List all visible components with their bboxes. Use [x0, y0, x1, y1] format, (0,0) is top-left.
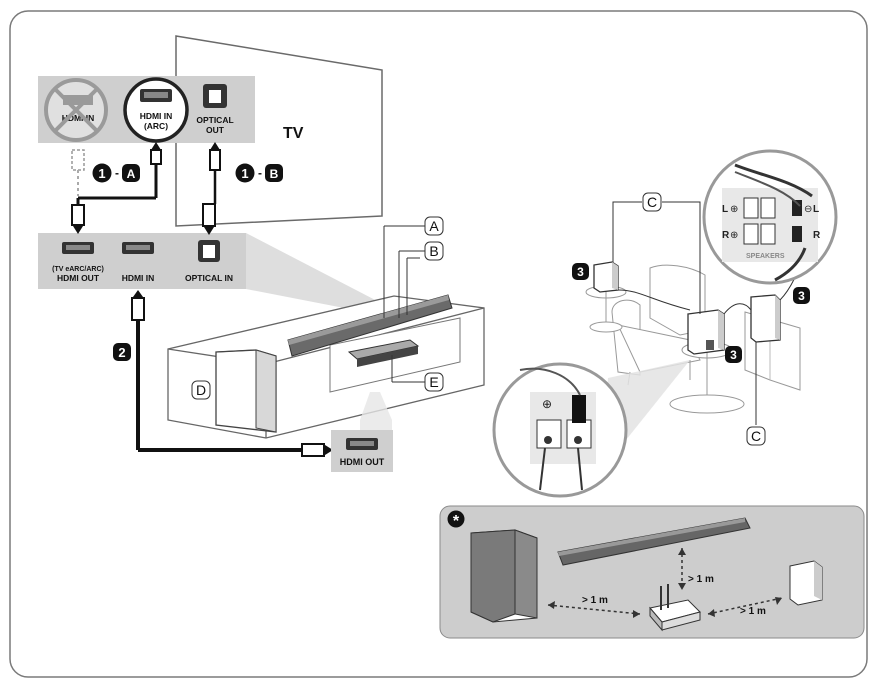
callout-b-label: B: [429, 243, 438, 259]
sb-hdmi-out-label-1: (TV eARC/ARC): [52, 266, 104, 273]
step-3-left-number: 3: [577, 265, 584, 279]
callout-c-bottom-label: C: [751, 428, 761, 444]
arrow-down-icon: [73, 226, 83, 234]
step-3-center-number: 3: [730, 348, 737, 362]
callout-a-label: A: [429, 218, 439, 234]
cable-hdmi-input: [131, 290, 333, 457]
arrow-right-icon: [325, 445, 333, 455]
rear-speaker-right: [750, 294, 781, 343]
cable-hdmi-arc: [71, 142, 162, 234]
arrow-up-icon: [151, 142, 161, 150]
soundbar-port-panel: (TV eARC/ARC) HDMI OUT HDMI IN OPTICAL I…: [38, 233, 385, 316]
terminal-minus-top: ⊖: [804, 204, 812, 215]
soundbar: [287, 294, 453, 357]
living-room-scene: [585, 249, 806, 414]
terminal-speakers-label: SPEAKERS: [746, 253, 785, 260]
callout-d: D: [191, 380, 211, 400]
callout-d-label: D: [196, 382, 206, 398]
terminal-l-label-right: L: [813, 204, 819, 215]
placement-rear-speaker: [789, 560, 823, 606]
step-3-right-number: 3: [798, 289, 805, 303]
step-badge-1a: 1 - A: [92, 163, 140, 183]
cable-optical: [202, 142, 221, 235]
tv-optical-label-1: OPTICAL: [196, 115, 233, 125]
sb-hdmi-in-label: HDMI IN: [122, 273, 155, 283]
arrow-up-icon: [133, 290, 143, 297]
distance-receiver-rear: > 1 m: [740, 606, 766, 617]
wireless-receiver: [347, 339, 420, 367]
callout-e: E: [391, 355, 444, 392]
distance-markers: > 1 m > 1 m > 1 m: [547, 548, 783, 618]
subwoofer: [215, 349, 277, 433]
step-badge-1b: 1 - B: [235, 163, 283, 183]
callout-b: B: [398, 241, 444, 318]
placement-soundbar: [557, 517, 751, 566]
rear-speaker-far-left: [593, 261, 619, 293]
step-2-number: 2: [118, 345, 125, 360]
hdmi-port-icon: [63, 95, 93, 105]
placement-panel: * > 1 m > 1: [439, 505, 865, 639]
terminal-l-label: L: [722, 204, 728, 215]
step-1b-number: 1: [241, 166, 248, 181]
step-1a-number: 1: [98, 166, 105, 181]
tv-hdmi-in-crossed-label: HDMI IN: [62, 113, 95, 123]
terminal-zoom-topright: L ⊕ ⊖ L R ⊕ R SPEAKERS: [702, 149, 838, 285]
star-symbol: *: [453, 513, 460, 530]
terminal-plus-bottom: ⊕: [730, 230, 738, 241]
step-1b-letter: B: [270, 167, 279, 181]
step-1a-letter: A: [127, 167, 136, 181]
step-badge-3-right: 3: [793, 287, 810, 304]
sb-hdmi-out-label-2: HDMI OUT: [57, 273, 100, 283]
sb-optical-in-label: OPTICAL IN: [185, 273, 233, 283]
source-device-panel: HDMI OUT: [331, 392, 393, 472]
step-badge-2: 2: [113, 343, 131, 361]
tv-optical-out: OPTICAL OUT: [196, 84, 234, 135]
step-badge-3-center: 3: [725, 346, 742, 363]
tv-hdmi-in-crossed: HDMI IN: [44, 78, 108, 142]
star-badge: *: [447, 510, 465, 530]
placement-receiver: [649, 584, 701, 632]
arrow-down-icon: [204, 227, 214, 235]
tv-optical-label-2: OUT: [206, 125, 225, 135]
terminal-r-label: R: [722, 230, 730, 241]
placement-subwoofer: [470, 529, 538, 623]
step-1a-dash: -: [115, 166, 119, 180]
arrow-up-icon: [210, 142, 220, 150]
cable-hdmi-ghost: [71, 149, 85, 196]
tv-hdmi-arc-label-1: HDMI IN: [140, 111, 173, 121]
distance-sub-receiver: > 1 m: [582, 595, 608, 606]
callout-c-top: C: [612, 192, 701, 314]
callout-c-top-label: C: [647, 194, 657, 210]
tv-hdmi-arc-label-2: (ARC): [144, 121, 168, 131]
tv-hdmi-in-arc: HDMI IN (ARC): [123, 77, 189, 143]
callout-e-label: E: [429, 374, 438, 390]
step-badge-3-left: 3: [572, 263, 589, 280]
tv-title: TV: [283, 125, 304, 142]
distance-bar-receiver: > 1 m: [688, 574, 714, 585]
terminal-plus-top: ⊕: [730, 204, 738, 215]
source-hdmi-out-label: HDMI OUT: [340, 457, 385, 467]
terminal-zoom-bottomleft: ⊕: [492, 360, 690, 498]
terminal-r-label-right: R: [813, 230, 821, 241]
terminal-zoom-plus: ⊕: [542, 397, 552, 411]
callout-a: A: [383, 216, 444, 318]
callout-c-bottom: C: [746, 342, 766, 446]
rear-speaker-center: [687, 309, 725, 355]
step-1b-dash: -: [258, 166, 262, 180]
